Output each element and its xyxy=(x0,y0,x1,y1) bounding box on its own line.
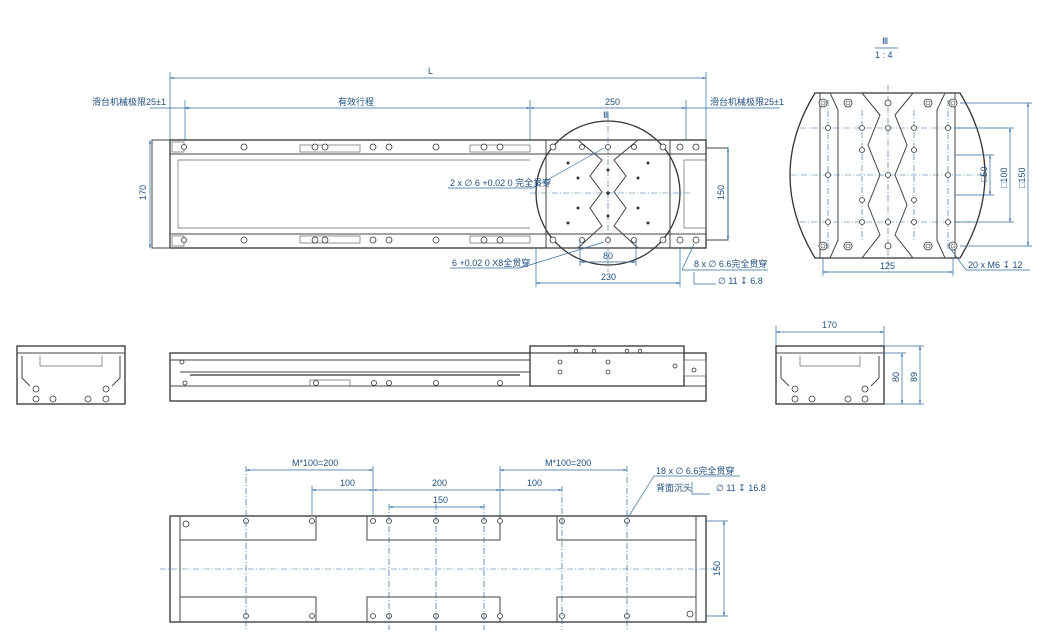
end-view-right: 170 80 89 xyxy=(775,320,924,405)
table-width-label: 250 xyxy=(605,97,620,107)
bottom-height-150: 150 xyxy=(712,561,722,576)
dim-100: □100 xyxy=(999,168,1009,188)
dim-100-right: 100 xyxy=(527,478,542,488)
bottom-view: M*100=200 M*100=200 100 200 100 150 150 … xyxy=(160,458,766,633)
counterbore-back-note: 背面沉头 xyxy=(656,482,692,493)
end-width-170: 170 xyxy=(822,320,837,330)
bottom-holes-note: 18 x ∅ 6.6完全贯穿 xyxy=(656,465,734,476)
mount-holes-note: 8 x ∅ 6.6完全贯穿 xyxy=(694,258,767,269)
bottom-holes xyxy=(243,518,630,619)
svg-text:Ⅲ: Ⅲ xyxy=(603,110,609,120)
side-elevation xyxy=(169,345,707,402)
pin-hole-note: 2 x ∅ 6 +0.02 0 完全贯穿 xyxy=(450,177,551,188)
pitch-right-label: M*100=200 xyxy=(545,458,591,468)
dim-100-left: 100 xyxy=(340,478,355,488)
dim-200: 200 xyxy=(432,478,447,488)
counterbore-note: ∅ 11 ↧ 6.8 xyxy=(718,276,763,286)
dim-150: □150 xyxy=(1017,168,1027,188)
length-label: L xyxy=(428,66,433,76)
table-base-label: 230 xyxy=(601,272,616,282)
dim-150: 150 xyxy=(433,495,448,505)
dim-50: □50 xyxy=(979,167,989,182)
dim-125: 125 xyxy=(880,261,895,271)
table-center-label: 80 xyxy=(603,251,613,261)
section-ratio: 1 : 4 xyxy=(875,50,893,60)
end-height-80: 80 xyxy=(891,372,901,382)
pin-hole-depth-note: 6 +0.02 0 X8全贯穿 xyxy=(452,257,530,268)
end-height-89: 89 xyxy=(909,372,919,382)
thread-note: 20 x M6 ↧ 12 xyxy=(968,260,1023,270)
top-view: L 滑台机械极限25±1 有效行程 250 滑台机械极限25±1 xyxy=(92,66,784,287)
height-150-label: 150 xyxy=(716,185,726,200)
left-limit-label: 滑台机械极限25±1 xyxy=(92,96,166,107)
height-170-label: 170 xyxy=(138,185,148,200)
svg-text:Ⅲ: Ⅲ xyxy=(882,36,888,46)
rotary-table: Ⅲ xyxy=(530,110,690,272)
detail-view: Ⅲ 1 : 4 □50 xyxy=(789,36,1032,276)
rail-holes xyxy=(181,143,700,244)
pitch-left-label: M*100=200 xyxy=(292,458,338,468)
bottom-counterbore-dim: ∅ 11 ↧ 16.8 xyxy=(716,483,766,493)
stroke-label: 有效行程 xyxy=(338,96,374,107)
right-limit-label: 滑台机械极限25±1 xyxy=(710,96,784,107)
end-view-left xyxy=(16,345,126,405)
